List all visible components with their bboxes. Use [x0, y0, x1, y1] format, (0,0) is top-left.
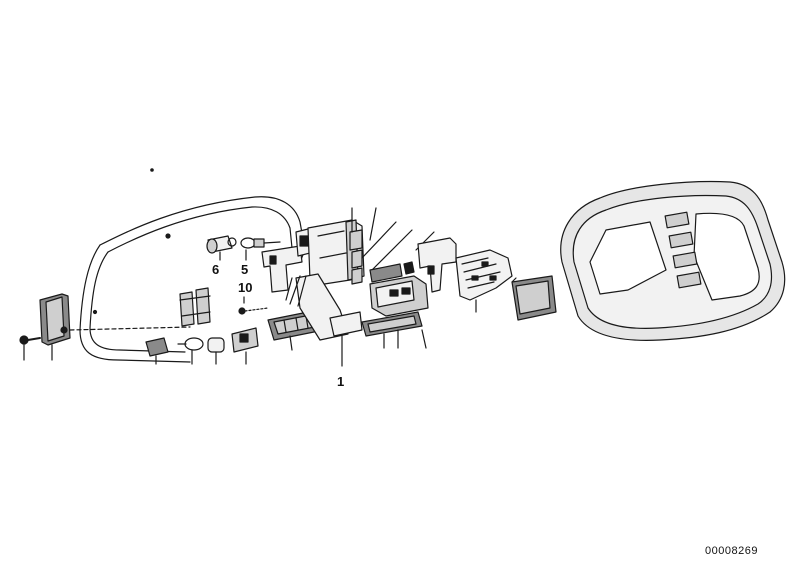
- bracket-assembly: [261, 219, 365, 367]
- callout-5: 5: [241, 262, 249, 277]
- trim-frame-left: [79, 196, 306, 363]
- bulb-lower: [177, 337, 204, 365]
- slider-plates: [179, 287, 211, 327]
- cap-lower: [207, 337, 225, 365]
- callout-1: 1: [337, 374, 345, 389]
- console-bezel: [560, 180, 786, 341]
- bracket-right: [403, 237, 457, 293]
- callout-6: 6: [212, 262, 220, 277]
- document-number: 00008269: [705, 545, 758, 557]
- end-cap-part: [39, 293, 71, 361]
- socket-lower: [145, 337, 169, 365]
- dashed-leader: [69, 326, 191, 331]
- callout-10: 10: [238, 280, 253, 295]
- switch-small: [231, 327, 259, 365]
- screw-left: [19, 335, 41, 361]
- bulb-holder-6: [206, 235, 237, 261]
- display-module: [511, 275, 557, 321]
- bulb-5: [240, 237, 281, 261]
- switch-cluster: [361, 263, 429, 349]
- screw-10: [238, 296, 269, 315]
- circuit-board: [455, 249, 513, 313]
